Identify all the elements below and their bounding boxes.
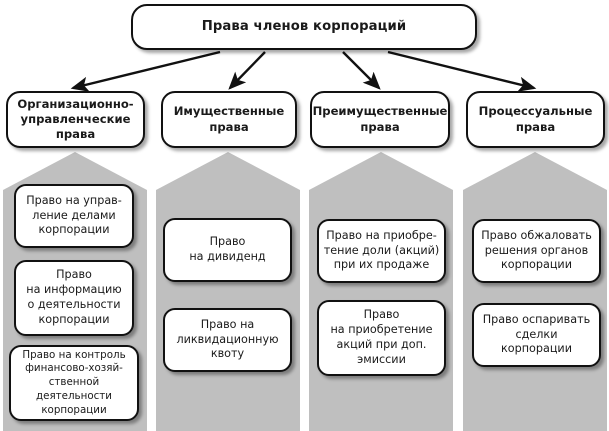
leaf-label: Право на приобре- тение доли (акций) при… xyxy=(323,228,440,272)
leaf-box[interactable]: Право на дивиденд xyxy=(163,218,292,282)
leaf-label: Право оспаривать сделки корпорации xyxy=(482,312,591,356)
leaf-box[interactable]: Право на приобретение акций при доп. эми… xyxy=(317,300,446,376)
leaf-label: Право на информацию о деятельности корпо… xyxy=(26,268,122,326)
leaf-label: Право на дивиденд xyxy=(189,235,266,263)
category-box-procedural[interactable]: Процессуальные права xyxy=(466,91,605,148)
leaf-label: Право на приобретение акций при доп. эми… xyxy=(330,308,433,366)
leaf-box[interactable]: Право на приобре- тение доли (акций) при… xyxy=(317,219,446,283)
leaf-box[interactable]: Право на ликвидационную квоту xyxy=(163,308,292,372)
category-box-preemptive[interactable]: Преимущественные права xyxy=(310,91,450,148)
diagram-title-box: Права членов корпораций xyxy=(131,4,477,50)
leaf-box[interactable]: Право на информацию о деятельности корпо… xyxy=(14,260,134,336)
arrow-to-procedural xyxy=(387,50,537,92)
leaf-box[interactable]: Право на контроль финансово-хозяй- ствен… xyxy=(9,345,139,421)
leaf-box[interactable]: Право на управ- ление делами корпорации xyxy=(14,184,134,248)
leaf-box[interactable]: Право оспаривать сделки корпорации xyxy=(472,303,601,367)
arrow-to-property xyxy=(228,51,266,90)
category-label-preemptive: Преимущественные права xyxy=(312,104,448,134)
category-box-property[interactable]: Имущественные права xyxy=(161,91,297,148)
arrow-to-organizational xyxy=(70,50,221,92)
category-label-procedural: Процессуальные права xyxy=(478,104,593,134)
arrow-to-preemptive xyxy=(342,51,381,90)
leaf-label: Право на ликвидационную квоту xyxy=(176,317,279,361)
leaf-label: Право на управ- ление делами корпорации xyxy=(26,193,122,237)
category-label-property: Имущественные права xyxy=(173,104,285,134)
leaf-box[interactable]: Право обжаловать решения органов корпора… xyxy=(472,219,601,283)
leaf-label: Право обжаловать решения органов корпора… xyxy=(481,228,592,272)
leaf-label: Право на контроль финансово-хозяй- ствен… xyxy=(22,348,126,416)
category-box-organizational[interactable]: Организационно- управленческие права xyxy=(6,91,145,148)
category-label-organizational: Организационно- управленческие права xyxy=(17,96,134,142)
diagram-title: Права членов корпораций xyxy=(201,19,407,35)
